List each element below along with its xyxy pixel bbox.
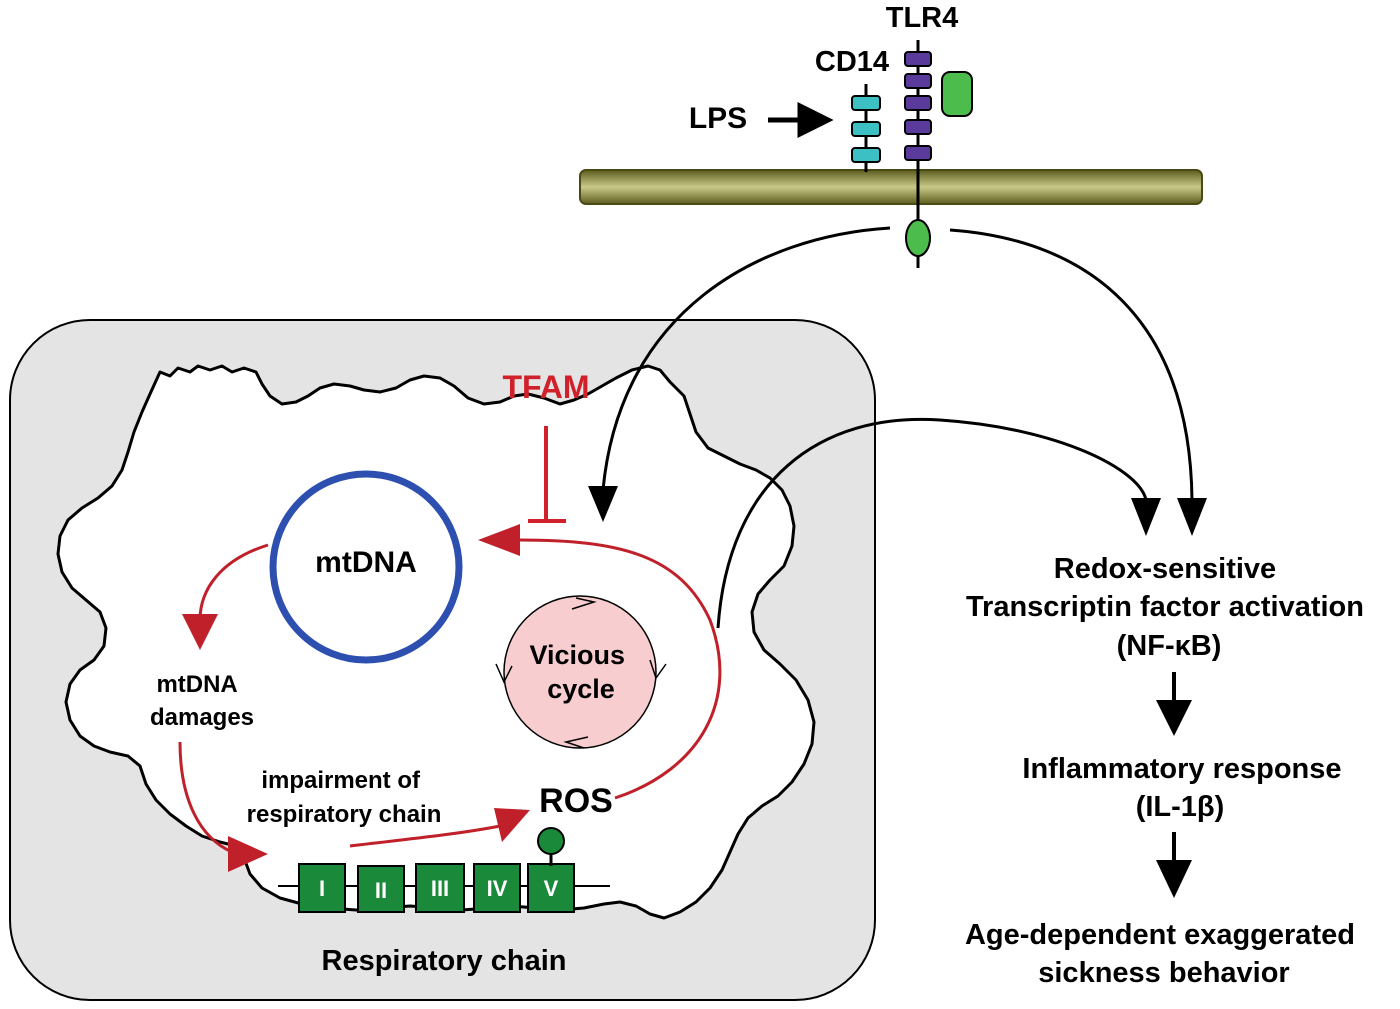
ros-label: ROS [539,782,613,820]
impairment-label: impairment of respiratory chain [247,767,442,828]
tfam-inhibition [528,426,566,523]
mitochondrion-outline [56,364,816,920]
complex-ii [357,865,405,913]
signal-arrow-to-nfkb-head [1177,498,1207,536]
ros-to-mtdna-arrow [519,538,722,800]
tfam-label: TFAM [502,369,589,405]
cd14-label: CD14 [815,46,889,78]
redox-label: Redox-sensitive Transcriptin factor acti… [966,553,1372,662]
mtdna-circle [269,470,463,664]
respiratory-chain [278,827,610,913]
mtdna-to-damage-arrow [198,543,269,621]
complex-iii [415,863,465,913]
complex-iv [473,863,521,913]
ros-arrow-to-nfkb-head [1131,498,1161,536]
complex-iii-label: III [431,876,449,901]
signal-arrow-to-mito-head [588,486,618,522]
damage-to-chain-arrow [178,741,233,854]
tlr4-receptor [904,40,973,268]
lps-label: LPS [689,102,747,135]
damage-to-chain-arrow-head [228,836,268,872]
complex-iv-label: IV [487,876,508,901]
signal-arrow-to-nfkb [949,228,1194,501]
lps-arrow [768,101,834,139]
cell-membrane [579,169,1203,205]
vicious-cycle-label: Vicious cycle [529,640,632,704]
mtdna-damages-label: mtDNA damages [150,671,254,731]
atp-synthase-head [537,827,565,855]
down-arrow-1 [1156,672,1192,736]
mtdna-label: mtDNA [315,546,417,579]
tlr4-label: TLR4 [886,2,959,34]
tir-domain [905,219,931,257]
complex-v-label: V [544,876,559,901]
md2-coreceptor [941,71,973,117]
complex-labels: I II III IV V [319,876,559,903]
vicious-cycle [495,595,667,749]
complex-ii-label: II [375,878,387,903]
chain-to-ros-arrow [349,824,501,848]
complex-v [527,863,575,913]
inflammatory-label: Inflammatory response (IL-1β) [1022,753,1349,823]
signal-arrow-to-mito [601,226,891,491]
respiratory-chain-label: Respiratory chain [322,945,567,977]
chain-to-ros-arrow-head [494,808,530,842]
mtdna-to-damage-arrow-head [182,614,218,650]
down-arrow-2 [1156,832,1192,898]
cd14-receptor [851,84,881,172]
complex-i [298,863,346,913]
complex-i-label: I [319,876,325,901]
ros-arrow-to-nfkb [716,417,1148,629]
ros-to-mtdna-arrow-head [478,524,520,556]
sickness-label: Age-dependent exaggerated sickness behav… [965,919,1363,989]
